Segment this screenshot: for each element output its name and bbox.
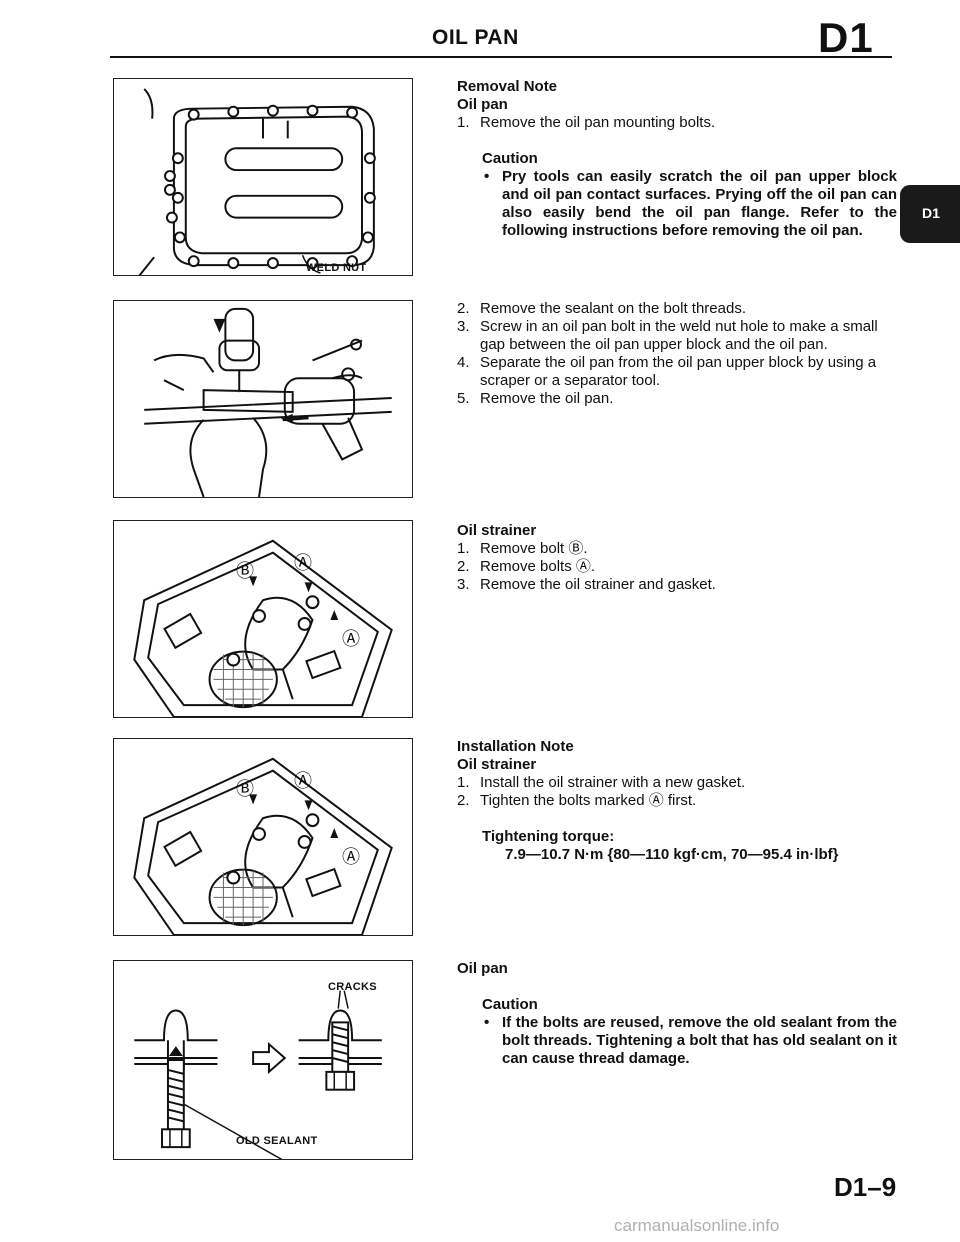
old-sealant-bolt-illustration <box>134 990 382 1159</box>
step-text: Tighten the bolts marked Ⓐ first. <box>480 792 697 809</box>
step-text: Install the oil strainer with a new gask… <box>480 774 746 791</box>
oil-pan-caution-item: • If the bolts are reused, remove the ol… <box>457 1014 897 1068</box>
bolt-b-label: Ⓑ <box>236 779 255 799</box>
step-number: 4. <box>457 354 470 371</box>
caution-text: Pry tools can easily scratch the oil pan… <box>502 168 897 239</box>
removal-step-list-2: 2. Remove the sealant on the bolt thread… <box>457 300 897 408</box>
step-number: 2. <box>457 792 470 809</box>
step-number: 1. <box>457 540 470 557</box>
step-text: Remove the sealant on the bolt threads. <box>480 300 747 317</box>
torque-title: Tightening torque: <box>482 828 615 845</box>
bullet: • <box>484 1014 490 1031</box>
header-divider <box>110 56 892 58</box>
removal-step-list: 1. Remove the oil pan mounting bolts. <box>457 114 897 132</box>
torque-value: 7.9—10.7 N·m {80—110 kgf·cm, 70—95.4 in·… <box>505 846 839 863</box>
old-sealant-label: OLD SEALANT <box>236 1135 318 1147</box>
step-text: Remove bolts Ⓐ. <box>480 558 596 575</box>
bolt-a-label: Ⓐ <box>294 771 313 791</box>
figure-old-sealant-bolt: CRACKS OLD SEALANT <box>113 960 413 1160</box>
step-number: 1. <box>457 774 470 791</box>
oil-strainer-removal-illustration <box>133 539 393 717</box>
section-tab: D1 <box>900 185 960 243</box>
figure-oil-pan-bolts: WELD NUT <box>113 78 413 276</box>
step-text: Separate the oil pan from the oil pan up… <box>480 354 877 389</box>
strainer-removal-step-list: 1. Remove bolt Ⓑ. 2. Remove bolts Ⓐ. 3. … <box>457 540 897 594</box>
step-number: 3. <box>457 576 470 593</box>
step-number: 3. <box>457 318 470 335</box>
cracks-label: CRACKS <box>328 981 377 993</box>
separating-oil-pan-illustration <box>144 307 392 497</box>
removal-steps-continued: 2. Remove the sealant on the bolt thread… <box>457 300 897 408</box>
installation-step-list: 1. Install the oil strainer with a new g… <box>457 774 897 810</box>
bullet: • <box>484 168 490 185</box>
step-text: Remove the oil strainer and gasket. <box>480 576 716 593</box>
strainer-removal-subheading: Oil strainer <box>457 522 537 539</box>
list-item: 1. Remove bolt Ⓑ. <box>457 540 897 558</box>
oil-strainer-install-illustration <box>133 757 393 935</box>
list-item: 2. Remove the sealant on the bolt thread… <box>457 300 897 318</box>
page-title: OIL PAN <box>432 26 519 49</box>
watermark: carmanualsonline.info <box>614 1216 780 1235</box>
figure-oil-strainer-removal: Ⓑ Ⓐ Ⓐ <box>113 520 413 718</box>
figure-separating-oil-pan <box>113 300 413 498</box>
caution-text: If the bolts are reused, remove the old … <box>502 1014 897 1067</box>
bolt-a-label: Ⓐ <box>294 553 313 573</box>
list-item: 1. Install the oil strainer with a new g… <box>457 774 897 792</box>
installation-note-heading: Installation Note <box>457 738 574 755</box>
bolt-a-label-2: Ⓐ <box>342 847 361 867</box>
installation-strainer-subheading: Oil strainer <box>457 756 537 773</box>
step-number: 5. <box>457 390 470 407</box>
step-text: Remove the oil pan mounting bolts. <box>480 114 716 131</box>
list-item: 3. Screw in an oil pan bolt in the weld … <box>457 318 897 354</box>
removal-note-heading: Removal Note <box>457 78 558 95</box>
removal-caution-item: • Pry tools can easily scratch the oil p… <box>457 168 897 240</box>
list-item: 4. Separate the oil pan from the oil pan… <box>457 354 897 390</box>
step-text: Remove the oil pan. <box>480 390 614 407</box>
strainer-removal-section: Oil strainer 1. Remove bolt Ⓑ. 2. Remove… <box>457 522 897 594</box>
weld-nut-label: WELD NUT <box>306 262 367 274</box>
list-item: 3. Remove the oil strainer and gasket. <box>457 576 897 594</box>
removal-note-section: Removal Note Oil pan 1. Remove the oil p… <box>457 78 897 240</box>
oil-pan-install-subheading: Oil pan <box>457 960 508 977</box>
list-item: 5. Remove the oil pan. <box>457 390 897 408</box>
removal-oil-pan-subheading: Oil pan <box>457 96 508 113</box>
step-text: Remove bolt Ⓑ. <box>480 540 588 557</box>
page-number: D1–9 <box>834 1172 897 1202</box>
list-item: 2. Remove bolts Ⓐ. <box>457 558 897 576</box>
installation-note-section: Installation Note Oil strainer 1. Instal… <box>457 738 897 864</box>
figure-oil-strainer-install: Ⓑ Ⓐ Ⓐ <box>113 738 413 936</box>
step-number: 2. <box>457 558 470 575</box>
list-item: 2. Tighten the bolts marked Ⓐ first. <box>457 792 897 810</box>
removal-caution-title: Caution <box>482 150 538 167</box>
oil-pan-install-section: Oil pan Caution • If the bolts are reuse… <box>457 960 897 1068</box>
section-code: D1 <box>818 14 874 61</box>
step-number: 2. <box>457 300 470 317</box>
bolt-a-label-2: Ⓐ <box>342 629 361 649</box>
step-number: 1. <box>457 114 470 131</box>
section-tab-label: D1 <box>922 205 940 221</box>
bolt-b-label: Ⓑ <box>236 561 255 581</box>
list-item: 1. Remove the oil pan mounting bolts. <box>457 114 897 132</box>
oil-pan-caution-title: Caution <box>482 996 538 1013</box>
oil-pan-bolts-illustration <box>138 88 376 275</box>
step-text: Screw in an oil pan bolt in the weld nut… <box>480 318 878 353</box>
